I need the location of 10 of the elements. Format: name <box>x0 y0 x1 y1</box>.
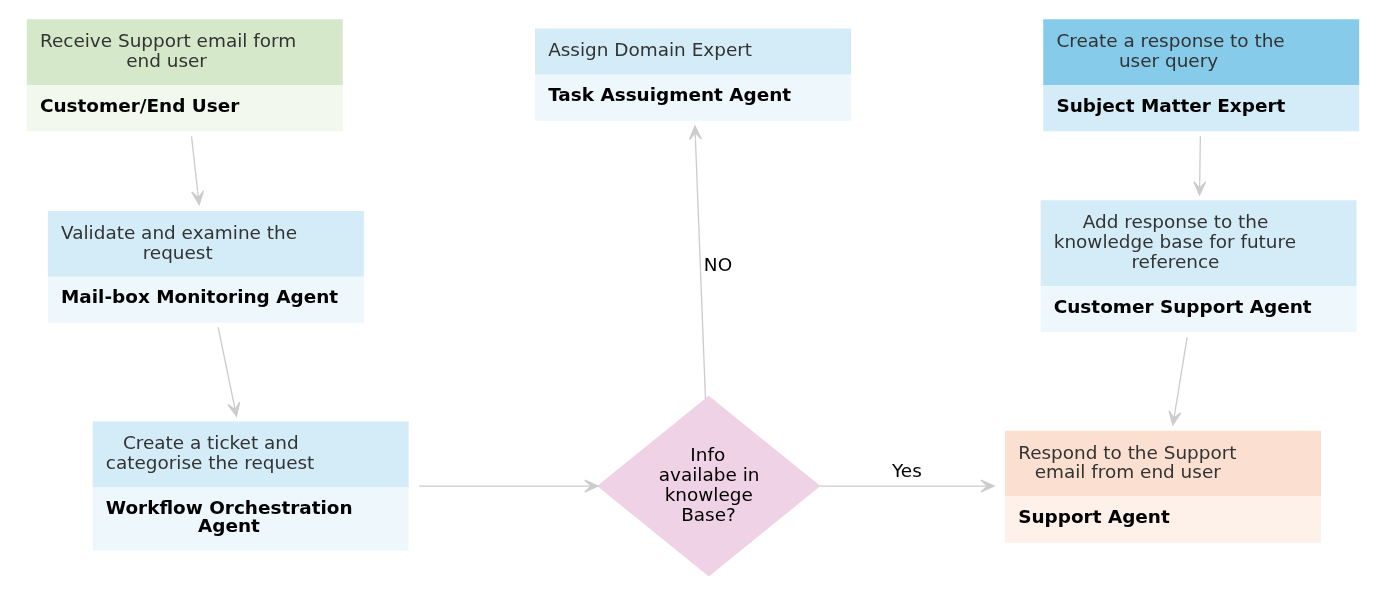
arrow <box>1192 135 1206 196</box>
arrow <box>818 479 995 493</box>
arrow <box>688 125 706 400</box>
arrow <box>1167 336 1188 426</box>
arrow <box>418 479 599 493</box>
edge-label: NO <box>703 254 732 276</box>
node-diamond: Info availabe in knowlege Base? <box>596 395 820 577</box>
arrow <box>217 326 240 417</box>
arrow <box>190 135 204 206</box>
edge-label: Yes <box>891 460 922 482</box>
